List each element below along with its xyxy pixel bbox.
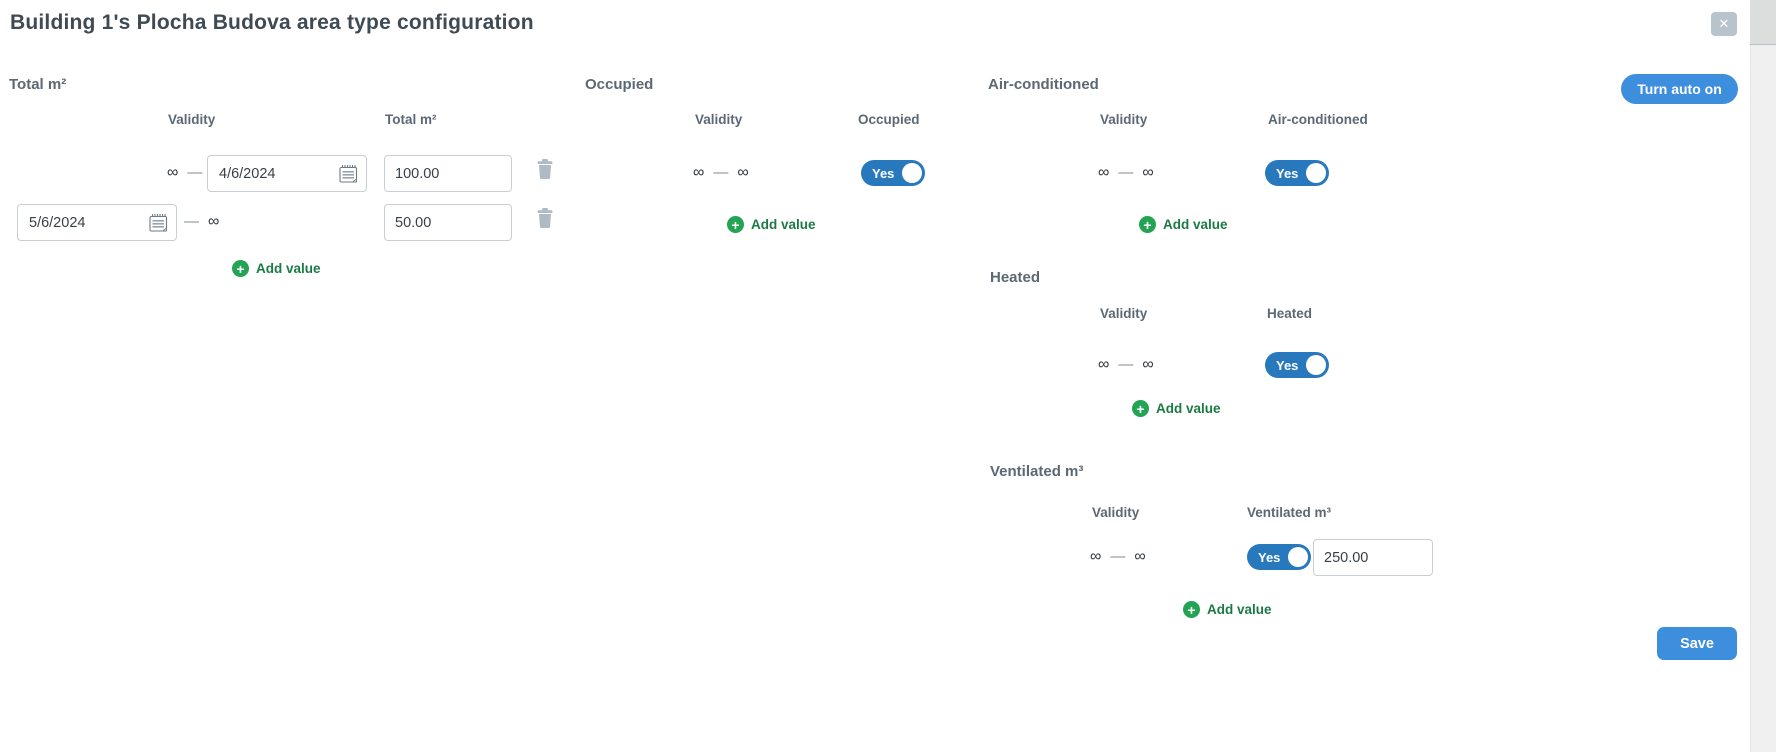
toggle-knob (1288, 547, 1308, 567)
scrollbar-thumb[interactable] (1750, 0, 1776, 45)
infinity-symbol: ∞ (1134, 548, 1146, 565)
section-title-heated: Heated (990, 269, 1041, 286)
plus-icon: + (1183, 601, 1200, 618)
add-value-label: Add value (1163, 217, 1228, 232)
toggle-yes-label: Yes (1258, 549, 1281, 565)
validity-range: — ∞ (184, 213, 219, 231)
validity-end-date-input[interactable]: 4/6/2024 (207, 155, 367, 192)
infinity-symbol: ∞ (693, 164, 705, 181)
trash-icon (537, 208, 553, 228)
validity-range: ∞ — ∞ (1098, 164, 1154, 182)
calendar-icon[interactable] (339, 164, 358, 183)
ventilated-m3-value-input[interactable] (1313, 539, 1433, 576)
heated-toggle[interactable]: Yes (1265, 352, 1329, 378)
calendar-icon[interactable] (149, 213, 168, 232)
delete-row-button[interactable] (537, 159, 553, 179)
infinity-symbol: ∞ (208, 213, 220, 230)
toggle-yes-label: Yes (872, 165, 895, 181)
validity-range: ∞ — ∞ (693, 164, 749, 182)
infinity-symbol: ∞ (1142, 356, 1154, 373)
toggle-knob (1306, 355, 1326, 375)
add-value-label: Add value (256, 261, 321, 276)
date-value: 4/6/2024 (219, 165, 276, 182)
delete-row-button[interactable] (537, 208, 553, 228)
section-title-ventilated-m3: Ventilated m³ (990, 463, 1084, 480)
scrollbar-track[interactable] (1750, 0, 1776, 752)
trash-icon (537, 159, 553, 179)
close-button[interactable]: ✕ (1711, 12, 1737, 36)
date-value: 5/6/2024 (29, 214, 86, 231)
column-header-total-m2: Total m² (385, 112, 437, 127)
infinity-symbol: ∞ (1098, 356, 1110, 373)
column-header-ventilated-m3: Ventilated m³ (1247, 505, 1332, 520)
range-dash: — (1118, 164, 1134, 181)
add-value-label: Add value (1207, 602, 1272, 617)
range-dash: — (713, 164, 729, 181)
validity-range: ∞ — ∞ (1090, 548, 1146, 566)
air-conditioned-toggle[interactable]: Yes (1265, 160, 1329, 186)
plus-icon: + (232, 260, 249, 277)
range-dash: — (1118, 356, 1134, 373)
toggle-yes-label: Yes (1276, 357, 1299, 373)
ventilated-toggle[interactable]: Yes (1247, 544, 1311, 570)
range-dash: — (184, 213, 199, 230)
range-dash: — (187, 164, 203, 181)
column-header-validity: Validity (168, 112, 216, 127)
turn-auto-on-button[interactable]: Turn auto on (1621, 74, 1738, 104)
total-m2-value-input[interactable] (384, 155, 512, 192)
add-value-label: Add value (751, 217, 816, 232)
occupied-toggle[interactable]: Yes (861, 160, 925, 186)
toggle-knob (1306, 163, 1326, 183)
add-value-total-m2[interactable]: + Add value (232, 260, 321, 277)
infinity-symbol: ∞ (1142, 164, 1154, 181)
total-m2-value-input[interactable] (384, 204, 512, 241)
plus-icon: + (1139, 216, 1156, 233)
toggle-knob (902, 163, 922, 183)
range-dash: — (1110, 548, 1126, 565)
column-header-validity: Validity (1092, 505, 1140, 520)
close-icon: ✕ (1718, 16, 1730, 31)
add-value-air-conditioned[interactable]: + Add value (1139, 216, 1228, 233)
infinity-symbol: ∞ (167, 164, 179, 181)
validity-range: ∞ — (167, 164, 202, 182)
column-header-heated: Heated (1267, 306, 1313, 321)
save-button[interactable]: Save (1657, 627, 1737, 660)
column-header-validity: Validity (1100, 112, 1148, 127)
page-title: Building 1's Plocha Budova area type con… (10, 11, 534, 34)
plus-icon: + (1132, 400, 1149, 417)
add-value-ventilated-m3[interactable]: + Add value (1183, 601, 1272, 618)
column-header-validity: Validity (695, 112, 743, 127)
infinity-symbol: ∞ (737, 164, 749, 181)
toggle-yes-label: Yes (1276, 165, 1299, 181)
column-header-validity: Validity (1100, 306, 1148, 321)
column-header-occupied: Occupied (858, 112, 920, 127)
infinity-symbol: ∞ (1090, 548, 1102, 565)
add-value-label: Add value (1156, 401, 1221, 416)
section-title-occupied: Occupied (585, 76, 654, 93)
column-header-air-conditioned: Air-conditioned (1268, 112, 1368, 127)
section-title-total-m2: Total m² (9, 76, 67, 93)
validity-start-date-input[interactable]: 5/6/2024 (17, 204, 177, 241)
plus-icon: + (727, 216, 744, 233)
infinity-symbol: ∞ (1098, 164, 1110, 181)
add-value-heated[interactable]: + Add value (1132, 400, 1221, 417)
add-value-occupied[interactable]: + Add value (727, 216, 816, 233)
validity-range: ∞ — ∞ (1098, 356, 1154, 374)
section-title-air-conditioned: Air-conditioned (988, 76, 1099, 93)
